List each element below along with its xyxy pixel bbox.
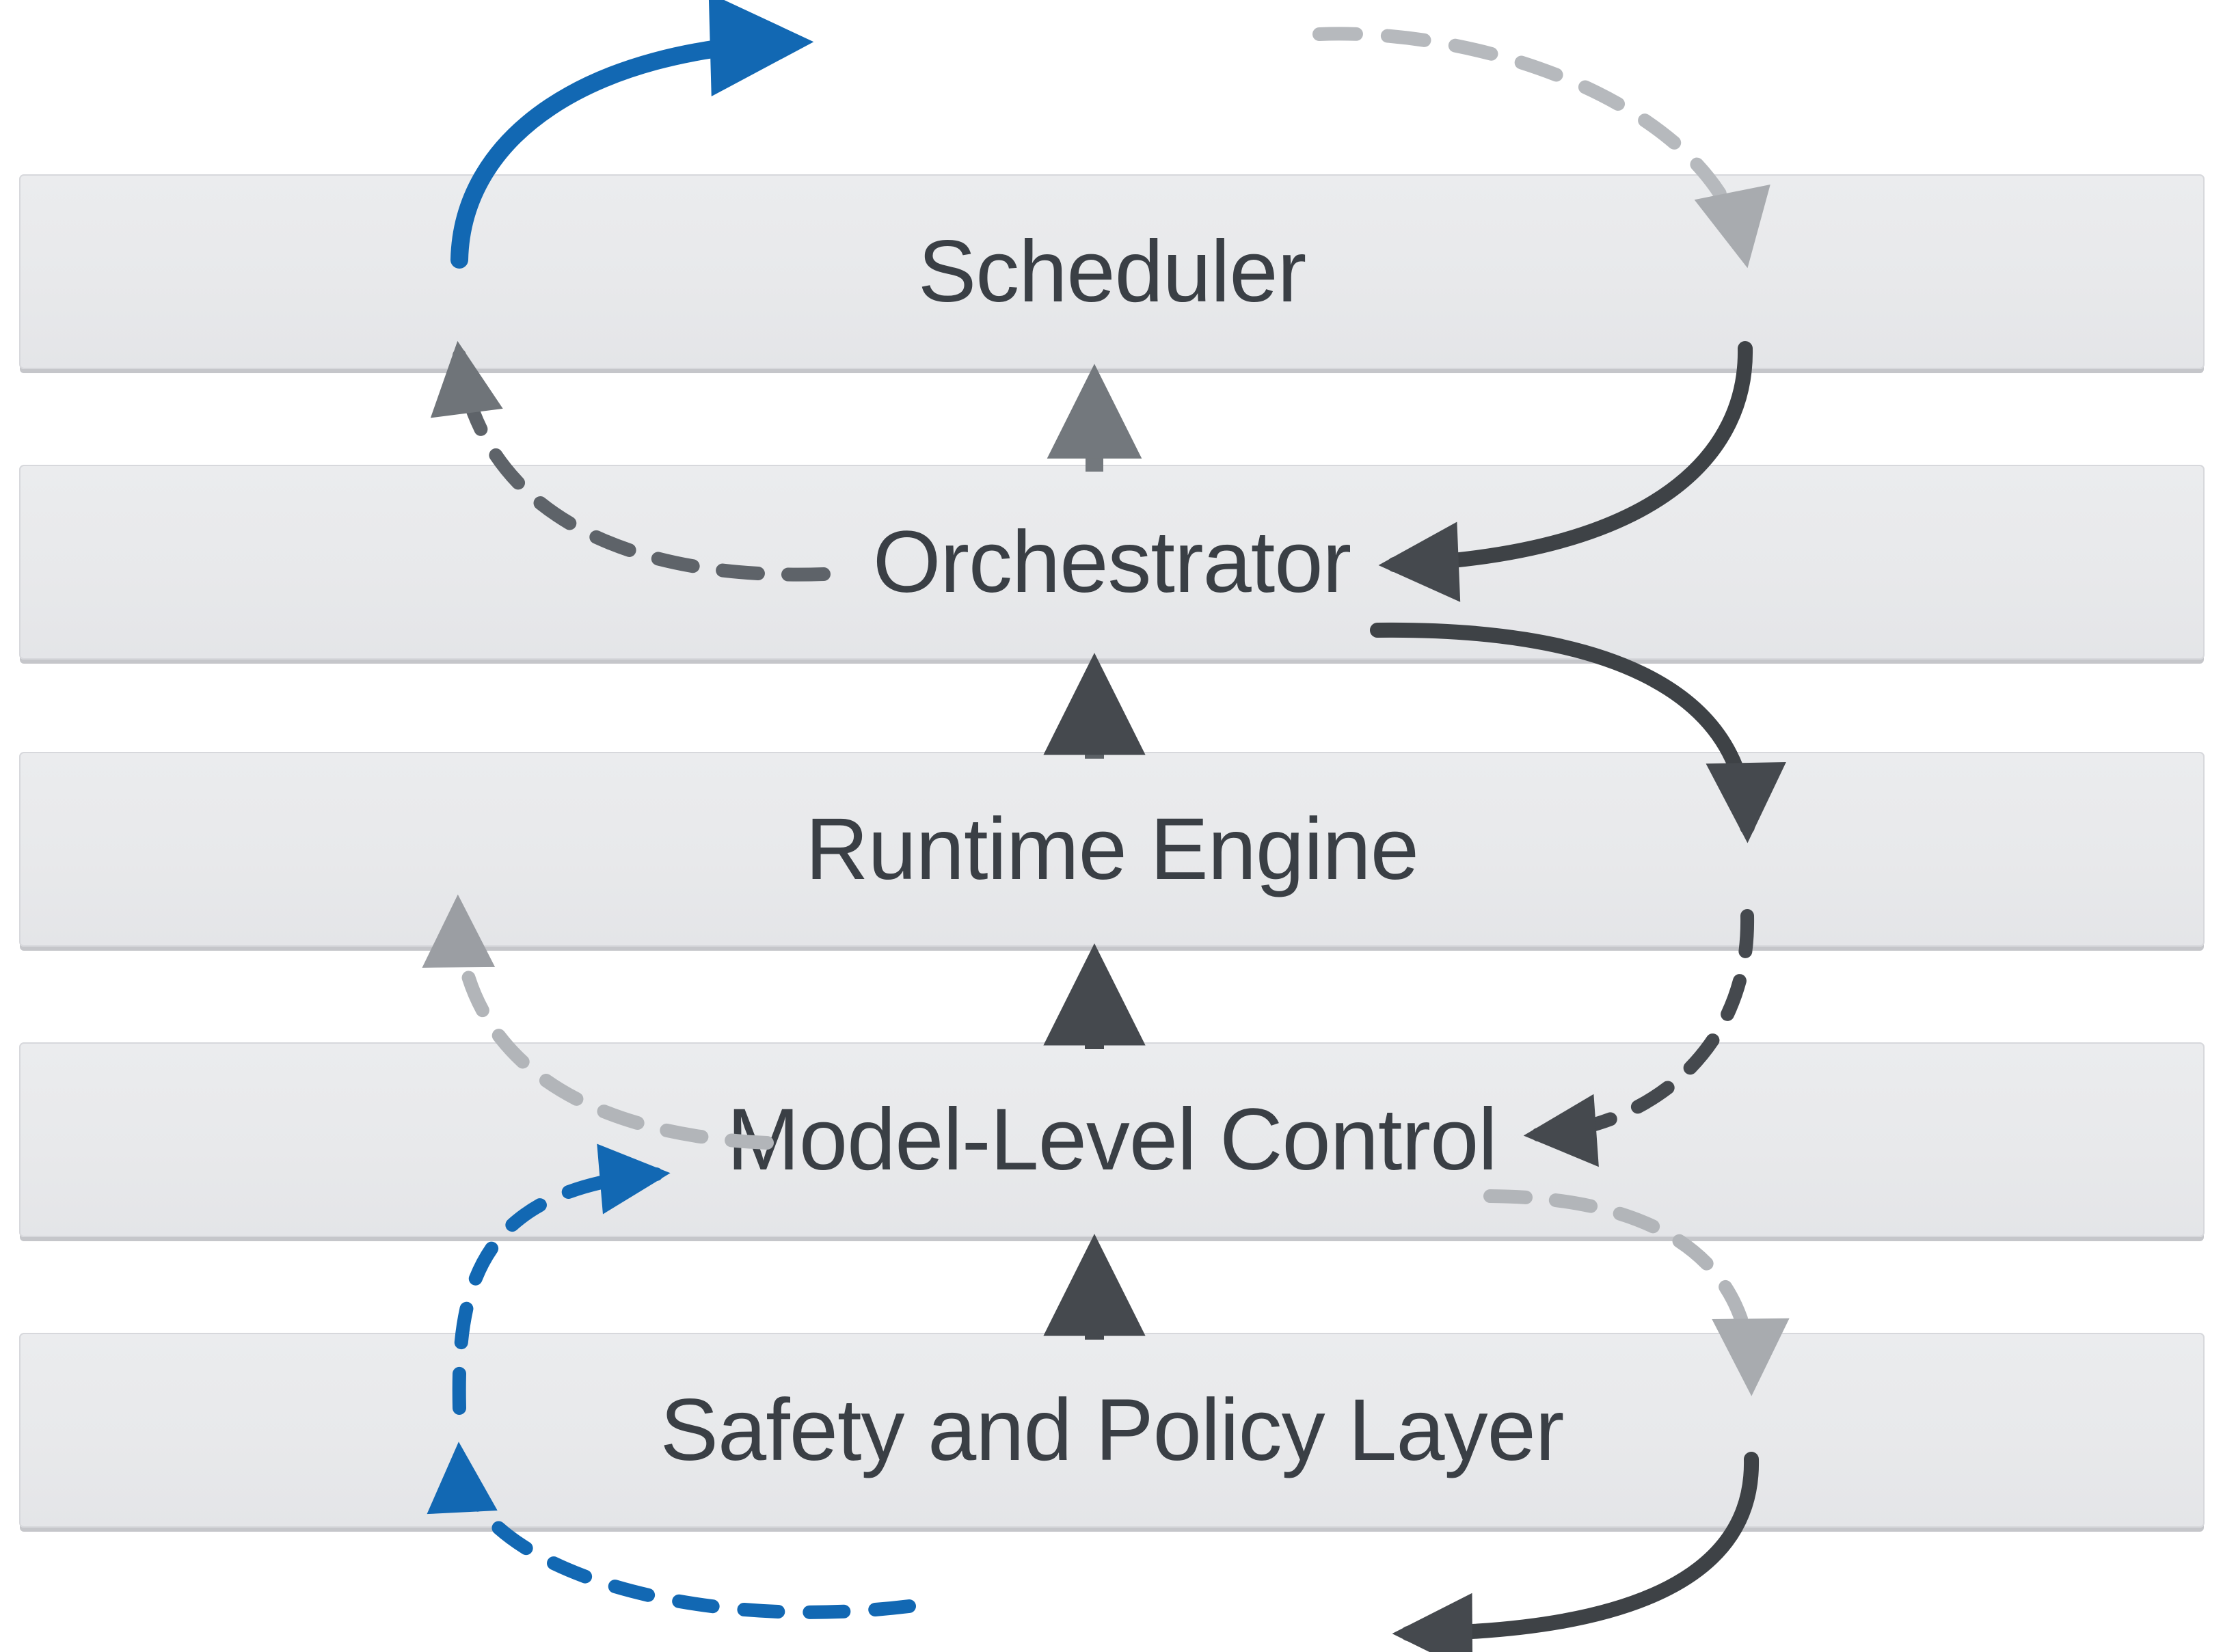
connector-blue-top-loop <box>450 0 814 269</box>
layer-band-runtime-engine[interactable]: Runtime Engine <box>19 752 2205 947</box>
connector-blue-bottom-loop-upper <box>452 1143 671 1415</box>
connector-gray-top-inbound <box>1312 27 1770 269</box>
connector-runtime-to-model-control <box>1523 909 1755 1167</box>
connector-orchestrator-to-scheduler <box>430 340 831 582</box>
connector-blue-bottom-loop <box>427 1441 916 1619</box>
layer-label-runtime-engine: Runtime Engine <box>805 800 1419 898</box>
layer-band-model-level-control[interactable]: Model-Level Control <box>19 1042 2205 1237</box>
connector-scheduler-to-orchestrator <box>1378 341 1753 602</box>
connector-model-control-to-runtime <box>422 894 774 1150</box>
connector-model-control-to-safety <box>1483 1189 1790 1396</box>
layer-label-safety-and-policy: Safety and Policy Layer <box>660 1381 1565 1479</box>
layer-band-scheduler[interactable]: Scheduler <box>19 174 2205 369</box>
layer-label-orchestrator: Orchestrator <box>872 513 1351 611</box>
connector-safety-out-bottom <box>1392 1452 1760 1652</box>
connector-orchestrator-to-runtime <box>1370 622 1786 843</box>
layer-band-safety-and-policy[interactable]: Safety and Policy Layer <box>19 1333 2205 1528</box>
layer-label-scheduler: Scheduler <box>917 222 1306 321</box>
layer-label-model-level-control: Model-Level Control <box>727 1090 1497 1189</box>
